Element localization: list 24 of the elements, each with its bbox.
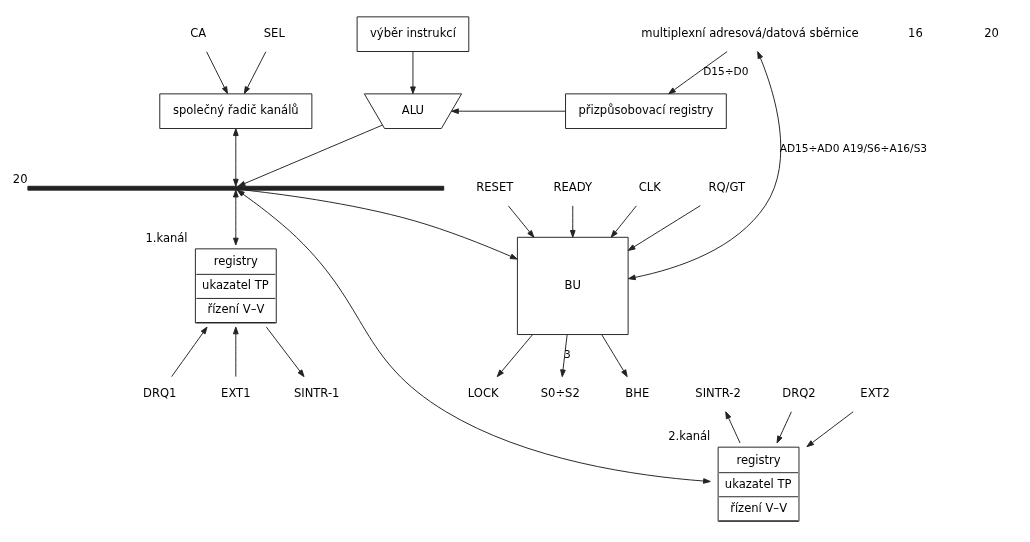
edge-label: D15÷D0 (703, 65, 749, 78)
edge-label: AD15÷AD0 A19/S6÷A16/S3 (779, 142, 928, 155)
node-text: RQ/GT (708, 180, 746, 195)
node-text: SINTR-1 (293, 386, 340, 401)
node-label: 20 (12, 172, 28, 187)
node-text: CA (190, 26, 207, 41)
edge-label: 3 (564, 348, 571, 361)
node-text: SEL (263, 26, 285, 41)
node-text: DRQ1 (143, 386, 177, 401)
node-text: multiplexní adresová/datová sběrnice (641, 26, 859, 41)
label: 16 (908, 26, 923, 41)
node-text: EXT1 (221, 386, 251, 401)
node-text: LOCK (467, 386, 499, 401)
node-text: SINTR-2 (695, 386, 741, 401)
node-label: 1.kanál (145, 230, 188, 245)
node-text: DRQ2 (782, 386, 816, 401)
node-text: EXT2 (860, 386, 890, 401)
node-text: S0÷S2 (540, 386, 580, 401)
node-text: CLK (638, 180, 661, 195)
node-text: READY (553, 180, 593, 195)
node-text: BHE (625, 386, 650, 401)
label: 20 (984, 26, 999, 41)
node-text: RESET (476, 180, 514, 195)
node-label: 2.kanál (668, 429, 711, 444)
